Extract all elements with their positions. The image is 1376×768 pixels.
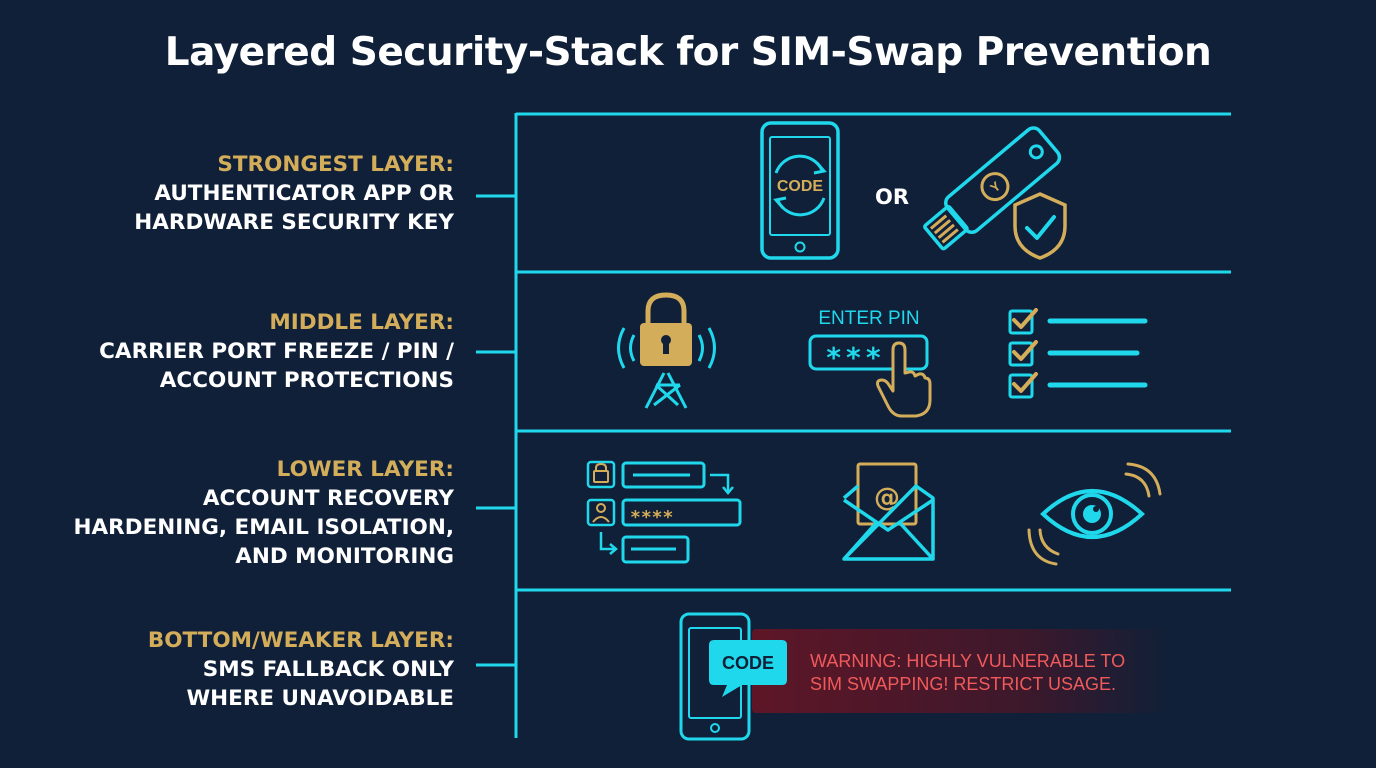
- layer-description-line: HARDENING, EMAIL ISOLATION,: [73, 515, 454, 540]
- warning-line: WARNING: HIGHLY VULNERABLE TO: [810, 651, 1126, 671]
- eye-monitor-icon: [1027, 462, 1162, 566]
- or-separator: OR: [875, 185, 909, 209]
- hardware-key-icon: Y: [923, 126, 1062, 251]
- layer-description-line: AND MONITORING: [235, 544, 454, 569]
- sms-code-text: CODE: [722, 653, 774, 673]
- phone-code-text: CODE: [777, 178, 824, 195]
- checklist-icon: [1008, 308, 1148, 399]
- layer-description-line: HARDWARE SECURITY KEY: [134, 210, 454, 235]
- pin-mask-text: ***: [825, 341, 885, 374]
- recovery-form-icon: ****: [586, 460, 742, 564]
- svg-text:Y: Y: [987, 178, 1004, 195]
- layer-description-line: CARRIER PORT FREEZE / PIN /: [99, 339, 454, 364]
- diagram-title: Layered Security-Stack for SIM-Swap Prev…: [164, 30, 1212, 75]
- warning-line: SIM SWAPPING! RESTRICT USAGE.: [810, 674, 1117, 694]
- layer-label-middle: MIDDLE LAYER: CARRIER PORT FREEZE / PIN …: [99, 308, 454, 395]
- enter-pin-label: ENTER PIN: [818, 308, 919, 329]
- layer-description-line: ACCOUNT RECOVERY: [202, 486, 454, 511]
- layer-heading: STRONGEST LAYER:: [217, 152, 454, 177]
- sms-phone-icon: CODE: [679, 612, 787, 741]
- layer-heading: BOTTOM/WEAKER LAYER:: [147, 628, 454, 653]
- layer-description-line: AUTHENTICATOR APP OR: [154, 181, 454, 206]
- layer-description-line: ACCOUNT PROTECTIONS: [159, 368, 454, 393]
- email-icon: @: [842, 462, 935, 561]
- layer-label-strongest: STRONGEST LAYER: AUTHENTICATOR APP OR HA…: [134, 150, 454, 237]
- password-mask-text: ****: [630, 507, 673, 528]
- shield-check-icon: [1013, 192, 1067, 260]
- layer-description-line: SMS FALLBACK ONLY: [202, 657, 454, 682]
- authenticator-phone-icon: CODE: [760, 121, 840, 260]
- pin-entry-icon: ENTER PIN ***: [808, 308, 932, 418]
- layer-label-bottom: BOTTOM/WEAKER LAYER: SMS FALLBACK ONLY W…: [148, 626, 454, 713]
- warning-banner: [752, 629, 1172, 713]
- padlock-tower-icon: [617, 292, 716, 409]
- stack-frame: [476, 112, 1231, 738]
- layer-heading: MIDDLE LAYER:: [269, 310, 454, 335]
- layer-label-lower: LOWER LAYER: ACCOUNT RECOVERY HARDENING,…: [74, 455, 454, 571]
- layer-description-line: WHERE UNAVOIDABLE: [186, 686, 454, 711]
- layer-heading: LOWER LAYER:: [276, 457, 454, 482]
- sim-swap-warning: WARNING: HIGHLY VULNERABLE TO SIM SWAPPI…: [810, 650, 1125, 696]
